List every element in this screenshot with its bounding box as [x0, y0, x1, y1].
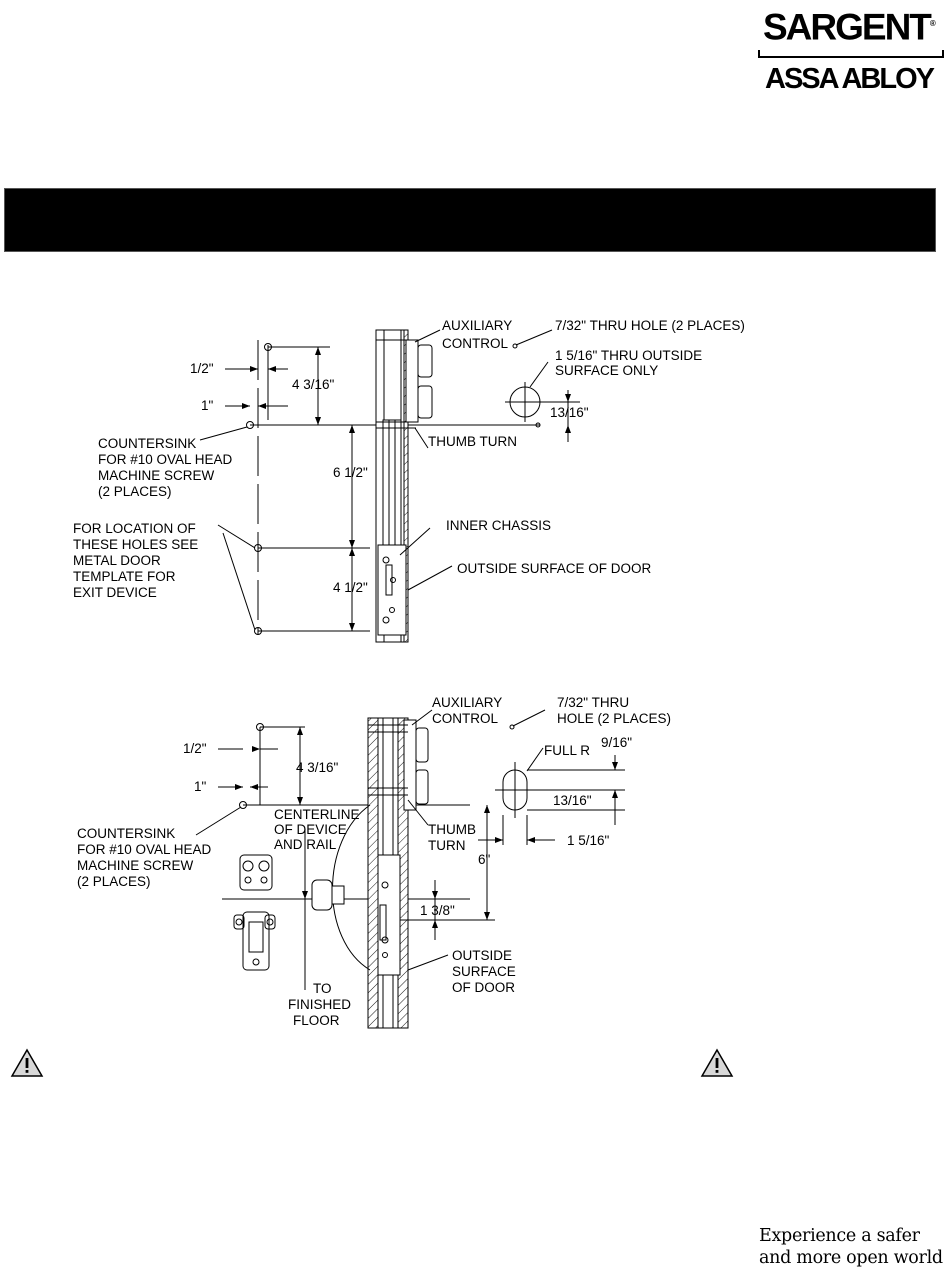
upper-thumb-turn-label: THUMB TURN: [428, 434, 517, 449]
svg-text:HOLE (2 PLACES): HOLE (2 PLACES): [557, 711, 671, 726]
upper-view: [199, 329, 580, 643]
svg-text:CONTROL: CONTROL: [442, 336, 508, 351]
upper-countersink-label: COUNTERSINK: [98, 436, 196, 451]
upper-location-note: FOR LOCATION OF: [73, 521, 196, 536]
lower-view: [195, 709, 625, 1029]
svg-text:CONTROL: CONTROL: [432, 711, 498, 726]
lower-auxiliary-control-label: AUXILIARY: [432, 695, 502, 710]
lower-six-inch-dim: 6": [478, 852, 491, 867]
lower-centerline-label: CENTERLINE: [274, 807, 360, 822]
svg-text:TEMPLATE FOR: TEMPLATE FOR: [73, 569, 176, 584]
svg-text:FINISHED: FINISHED: [288, 997, 351, 1012]
upper-thru-hole-label: 7/32" THRU HOLE (2 PLACES): [555, 318, 745, 333]
svg-text:FLOOR: FLOOR: [293, 1013, 340, 1028]
lower-slot-length-dim: 1 5/16": [567, 833, 610, 848]
brand-name: SARGENT®: [763, 6, 936, 48]
svg-text:OF DOOR: OF DOOR: [452, 980, 515, 995]
sargent-assa-abloy-logo: SARGENT® ASSA ABLOY: [757, 4, 947, 96]
svg-text:SURFACE: SURFACE: [452, 964, 516, 979]
upper-spacing-b-dim: 4 1/2": [333, 580, 368, 595]
lower-top-offset-dim: 4 3/16": [296, 760, 339, 775]
upper-auxiliary-control-label: AUXILIARY: [442, 318, 512, 333]
svg-text:MACHINE SCREW: MACHINE SCREW: [77, 858, 194, 873]
svg-text:(2 PLACES): (2 PLACES): [98, 484, 172, 499]
lower-one-three-eighths-dim: 1 3/8": [420, 903, 455, 918]
upper-top-offset-dim: 4 3/16": [292, 377, 335, 392]
upper-spacing-a-dim: 6 1/2": [333, 465, 368, 480]
lower-one-inch-dim: 1": [194, 779, 207, 794]
logo-rule: [758, 50, 944, 58]
lower-view-labels: AUXILIARY CONTROL 7/32" THRU HOLE (2 PLA…: [77, 695, 671, 1028]
svg-text:OF DEVICE: OF DEVICE: [274, 822, 347, 837]
upper-half-inch-dim: 1/2": [190, 361, 214, 376]
upper-inner-chassis-label: INNER CHASSIS: [446, 518, 551, 533]
section-banner: [4, 188, 936, 252]
lower-countersink-label: COUNTERSINK: [77, 826, 175, 841]
svg-text:AND RAIL: AND RAIL: [274, 837, 337, 852]
svg-text:MACHINE SCREW: MACHINE SCREW: [98, 468, 215, 483]
lower-slot-width-dim: 9/16": [601, 735, 632, 750]
lower-full-r-label: FULL R: [544, 743, 590, 758]
svg-text:TURN: TURN: [428, 838, 466, 853]
svg-text:(2 PLACES): (2 PLACES): [77, 874, 151, 889]
lower-hole-offset-dim: 13/16": [553, 793, 592, 808]
lower-to-floor-label: TO: [313, 981, 332, 996]
svg-text:FOR #10 OVAL HEAD: FOR #10 OVAL HEAD: [98, 452, 233, 467]
installation-drawing: AUXILIARY CONTROL 7/32" THRU HOLE (2 PLA…: [73, 318, 745, 1029]
lower-half-inch-dim: 1/2": [183, 741, 207, 756]
svg-text:THESE HOLES SEE: THESE HOLES SEE: [73, 537, 198, 552]
parent-name: ASSA ABLOY: [765, 63, 935, 95]
lower-thru-hole-label: 7/32" THRU: [557, 695, 629, 710]
tagline: Experience a safer and more open world: [759, 1226, 943, 1268]
upper-outside-hole-label: 1 5/16" THRU OUTSIDE: [555, 348, 702, 363]
warning-triangle-icon: [10, 1048, 44, 1077]
lower-thumb-turn-label: THUMB: [428, 822, 476, 837]
lower-outside-surface-label: OUTSIDE: [452, 948, 512, 963]
svg-text:FOR #10 OVAL HEAD: FOR #10 OVAL HEAD: [77, 842, 212, 857]
upper-one-inch-dim: 1": [201, 398, 214, 413]
upper-hole-offset-dim: 13/16": [550, 405, 589, 420]
upper-view-labels: AUXILIARY CONTROL 7/32" THRU HOLE (2 PLA…: [73, 318, 745, 600]
svg-text:EXIT DEVICE: EXIT DEVICE: [73, 585, 157, 600]
warning-triangle-icon: [700, 1048, 734, 1077]
upper-outside-surface-label: OUTSIDE SURFACE OF DOOR: [457, 561, 652, 576]
svg-text:SURFACE ONLY: SURFACE ONLY: [555, 363, 658, 378]
svg-text:METAL DOOR: METAL DOOR: [73, 553, 161, 568]
